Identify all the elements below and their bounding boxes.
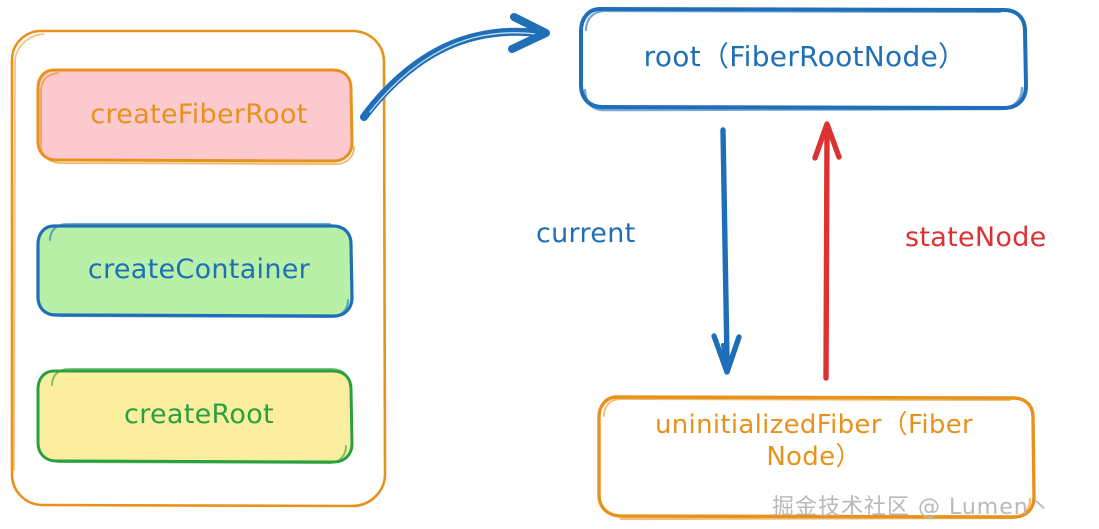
node-createContainer[interactable]	[36, 223, 354, 319]
node-root[interactable]	[579, 7, 1028, 112]
call-stack-group-border	[10, 29, 387, 508]
node-uninitializedFiber[interactable]	[597, 395, 1036, 521]
edge-createFiberRoot-to-root-arrow	[360, 13, 550, 121]
node-createFiberRoot[interactable]	[36, 68, 355, 165]
edge-current-arrow	[711, 127, 742, 375]
node-createRoot[interactable]	[36, 368, 354, 464]
edge-stateNode-arrow	[812, 121, 842, 381]
